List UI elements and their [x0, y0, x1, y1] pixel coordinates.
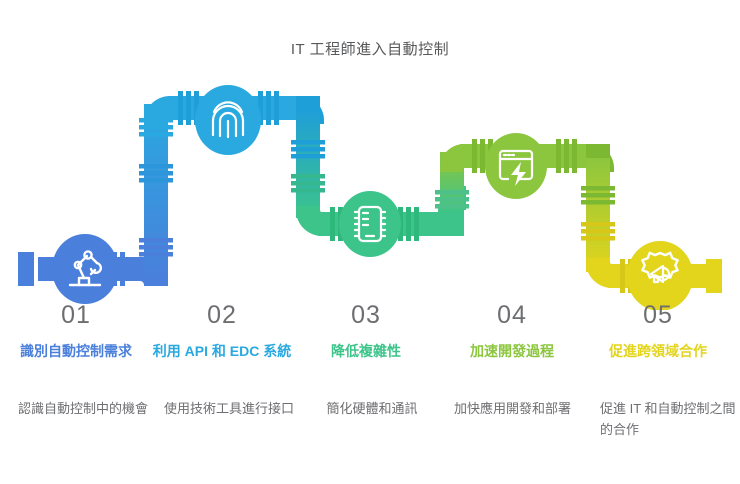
step-description: 加快應用開發和部署	[454, 401, 572, 416]
step-heading: 識別自動控制需求	[20, 343, 132, 359]
stage-icon-2[interactable]	[195, 85, 261, 155]
step-number: 04	[497, 301, 527, 329]
stage-icon-5[interactable]	[627, 241, 693, 310]
stage-icon-1[interactable]	[52, 234, 118, 304]
pipe-vertical-2	[291, 110, 326, 236]
step-number: 05	[643, 301, 673, 329]
step-heading: 加速開發過程	[470, 343, 554, 359]
step-03: 03 降低複雜性 簡化硬體和通訊	[296, 300, 436, 416]
step-04: 04 加速開發過程 加快應用開發和部署	[442, 300, 582, 416]
step-description: 認識自動控制中的機會	[18, 401, 149, 416]
step-description: 促進 IT 和自動控制之間的合作	[600, 401, 736, 437]
step-description: 簡化硬體和通訊	[326, 401, 418, 416]
step-number: 02	[207, 301, 237, 329]
step-heading: 降低複雜性	[331, 343, 401, 359]
step-02: 02 利用 API 和 EDC 系統 使用技術工具進行接口	[152, 300, 294, 416]
stage-icon-3[interactable]	[339, 191, 401, 257]
step-05: 05 促進跨領域合作 促進 IT 和自動控制之間的合作	[588, 300, 736, 437]
step-number: 01	[61, 301, 91, 329]
pipeline-diagram	[18, 85, 722, 310]
step-description: 使用技術工具進行接口	[164, 401, 295, 416]
step-01: 01 識別自動控制需求 認識自動控制中的機會	[6, 300, 148, 416]
stage-icon-4[interactable]	[485, 133, 547, 199]
step-heading: 利用 API 和 EDC 系統	[152, 343, 292, 359]
page-title: IT 工程師進入自動控制	[290, 41, 450, 58]
step-heading: 促進跨領域合作	[609, 343, 707, 359]
steps-list: 01 識別自動控制需求 認識自動控制中的機會 02 利用 API 和 EDC 系…	[0, 300, 740, 484]
step-number: 03	[351, 301, 381, 329]
pipe-vertical-1	[139, 96, 176, 282]
